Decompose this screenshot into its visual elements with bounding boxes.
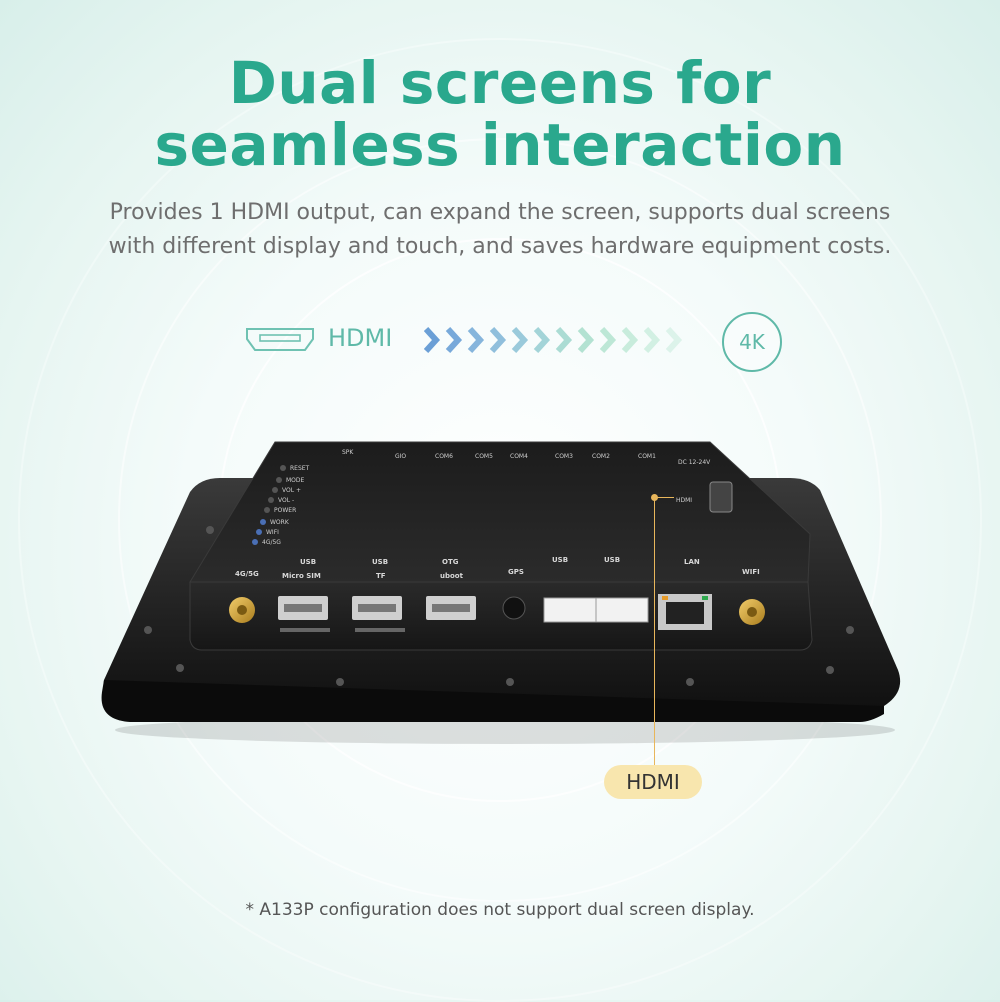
hdmi-port-icon — [246, 328, 314, 351]
btn-vol-up-label: VOL + — [282, 487, 301, 494]
com6-label: COM6 — [435, 453, 453, 460]
btn-reset-label: RESET — [290, 465, 310, 472]
usb4-label: USB — [604, 556, 620, 564]
dc-label: DC 12-24V — [678, 459, 711, 466]
btn-vol-down-label: VOL - — [278, 497, 294, 504]
hdmi-callout-pill: HDMI — [604, 765, 702, 799]
background-ring-middle — [118, 138, 882, 902]
top-buttons — [252, 465, 286, 545]
micro-sim-label: Micro SIM — [282, 572, 321, 580]
wifi-label: WIFI — [742, 568, 760, 576]
hdmi-label: HDMI — [328, 324, 393, 352]
tf-label: TF — [376, 572, 386, 580]
antenna-wifi — [739, 599, 765, 625]
gps-port — [502, 596, 526, 620]
resolution-badge-4k: 4K — [722, 312, 782, 372]
led-power-label: POWER — [274, 507, 296, 514]
com4-label: COM4 — [510, 453, 528, 460]
usb2-label: USB — [372, 558, 388, 566]
callout-connector-horizontal — [654, 497, 674, 498]
headline: Dual screens for seamless interaction — [0, 52, 1000, 176]
footnote: * A133P configuration does not support d… — [245, 900, 755, 920]
uboot-label: uboot — [440, 572, 464, 580]
callout-connector-vertical — [654, 497, 655, 769]
device-shadow — [115, 716, 895, 744]
com5-label: COM5 — [475, 453, 493, 460]
hdmi-port-label: HDMI — [676, 497, 692, 504]
lan-label: LAN — [684, 558, 700, 566]
antenna-4g — [229, 597, 255, 623]
tf-slot — [355, 628, 405, 632]
terminal-connector-2 — [595, 597, 649, 623]
com1-label: COM1 — [638, 453, 656, 460]
led-net-label: 4G/5G — [262, 539, 281, 546]
gps-label: GPS — [508, 568, 524, 576]
terminal-connector-1 — [543, 597, 597, 623]
box-front — [189, 581, 813, 651]
sim-slot — [280, 628, 330, 632]
device-image: RESET MODE VOL + VOL - POWER WORK WIFI 4… — [101, 441, 901, 744]
signal-arrows-icon — [424, 326, 683, 354]
btn-mode-label: MODE — [286, 477, 305, 484]
box-top — [189, 441, 811, 583]
description: Provides 1 HDMI output, can expand the s… — [40, 196, 960, 264]
led-wifi-label: WIFI — [266, 529, 279, 536]
spk-label: SPK — [342, 449, 354, 456]
usb3-label: USB — [552, 556, 568, 564]
ant-4g-label: 4G/5G — [235, 570, 259, 578]
led-work-label: WORK — [270, 519, 290, 526]
description-line-2: with different display and touch, and sa… — [108, 234, 892, 259]
description-line-1: Provides 1 HDMI output, can expand the s… — [109, 200, 891, 225]
hdmi-port — [709, 481, 733, 513]
headline-line-2: seamless interaction — [154, 111, 846, 179]
usb1-label: USB — [300, 558, 316, 566]
gio-label: GIO — [395, 453, 406, 460]
usb-ports — [278, 596, 476, 620]
lan-port — [658, 594, 712, 630]
com3-label: COM3 — [555, 453, 573, 460]
otg-label: OTG — [442, 558, 459, 566]
headline-line-1: Dual screens for — [228, 49, 772, 117]
com2-label: COM2 — [592, 453, 610, 460]
